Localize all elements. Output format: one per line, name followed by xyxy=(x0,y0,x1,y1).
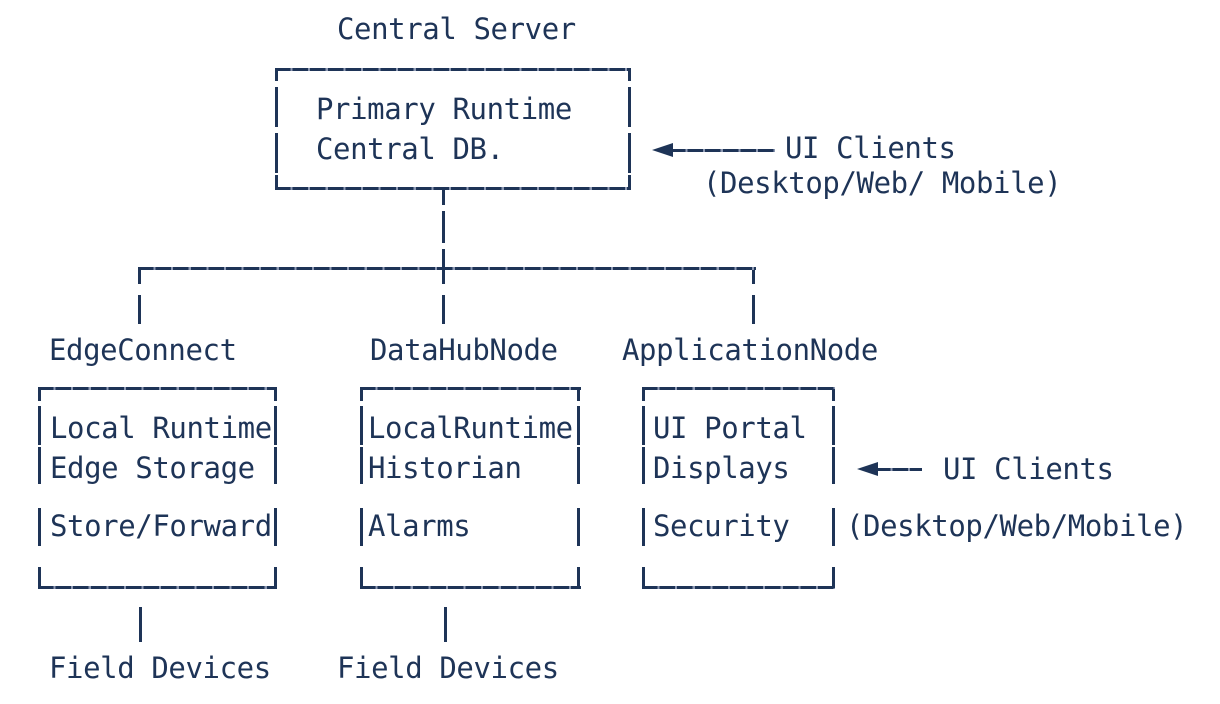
central-box-border-left xyxy=(275,87,278,127)
central-box-border-right xyxy=(628,133,631,173)
edgeconnect-box-border-left xyxy=(38,447,41,484)
trunk-connector xyxy=(442,211,445,243)
datahubnode-box-border-bottom xyxy=(359,586,581,589)
applicationnode-box-border-left xyxy=(642,566,645,588)
datahubnode-box-border-right xyxy=(577,406,580,445)
ui-clients-side-label: UI Clients xyxy=(943,452,1114,486)
applicationnode-box-border-left xyxy=(642,447,645,484)
edgeconnect-box-border-right xyxy=(273,508,277,546)
datahubnode-box-border-right xyxy=(577,508,580,546)
central-box-border-right xyxy=(628,70,631,81)
central-server-line-central-db: Central DB. xyxy=(316,132,504,166)
central-box-border-left xyxy=(275,70,278,81)
datahubnode-box-border-right xyxy=(577,388,580,401)
edgeconnect-box-border-right xyxy=(273,447,277,484)
branch-drop-left xyxy=(137,295,141,324)
trunk-connector xyxy=(442,189,445,205)
field-devices-label-left: Field Devices xyxy=(49,651,271,685)
ui-clients-top-label: UI Clients xyxy=(785,131,956,165)
datahubnode-row-localruntime: LocalRuntime xyxy=(368,411,573,445)
edgeconnect-row-store-forward: Store/Forward xyxy=(50,509,272,543)
ui-clients-top-platforms: (Desktop/Web/ Mobile) xyxy=(703,166,1062,200)
edgeconnect-box-border-left xyxy=(38,508,41,546)
central-box-border-left xyxy=(275,133,278,173)
ui-clients-top-arrow-icon xyxy=(652,143,673,157)
node-title-applicationnode: ApplicationNode xyxy=(622,333,878,367)
ui-clients-top-arrow-shaft xyxy=(670,148,775,152)
datahubnode-box-border-top xyxy=(359,386,581,390)
applicationnode-box-border-bottom xyxy=(642,586,835,589)
central-box-border-left xyxy=(275,175,278,188)
datahubnode-box-border-left xyxy=(359,508,363,546)
applicationnode-box-border-left xyxy=(642,388,645,401)
datahubnode-box-border-left xyxy=(359,566,363,588)
edgeconnect-row-edge-storage: Edge Storage xyxy=(50,451,255,485)
applicationnode-box-border-left xyxy=(642,508,645,546)
applicationnode-box-border-right xyxy=(831,388,835,401)
edgeconnect-box-border-right xyxy=(273,566,277,588)
field-devices-label-right: Field Devices xyxy=(337,651,559,685)
applicationnode-box-border-right xyxy=(831,447,835,484)
node-title-datahubnode: DataHubNode xyxy=(370,333,558,367)
applicationnode-row-ui-portal: UI Portal xyxy=(653,411,807,445)
edgeconnect-box-border-bottom xyxy=(38,586,277,589)
branch-drop-middle xyxy=(442,295,445,324)
field-devices-connector-right xyxy=(443,607,447,642)
datahubnode-box-border-left xyxy=(359,447,363,484)
applicationnode-row-security: Security xyxy=(653,509,790,543)
central-box-border-right xyxy=(628,175,631,188)
field-devices-connector-left xyxy=(139,607,143,642)
applicationnode-box-border-right xyxy=(831,508,835,546)
edgeconnect-row-local-runtime: Local Runtime xyxy=(50,411,272,445)
central-box-border-top xyxy=(275,68,631,71)
applicationnode-box-border-right xyxy=(831,406,835,445)
applicationnode-box-border-right xyxy=(831,566,835,588)
edgeconnect-box-border-left xyxy=(38,388,41,401)
branch-drop-right xyxy=(751,295,755,324)
central-server-title: Central Server xyxy=(337,12,576,46)
node-title-edgeconnect: EdgeConnect xyxy=(49,333,237,367)
trunk-connector xyxy=(442,249,445,270)
branch-line xyxy=(137,267,756,270)
central-server-line-primary-runtime: Primary Runtime xyxy=(316,92,572,126)
datahubnode-box-border-left xyxy=(359,388,363,401)
edgeconnect-box-border-left xyxy=(38,566,41,588)
applicationnode-box-border-left xyxy=(642,406,645,445)
edgeconnect-box-border-left xyxy=(38,406,41,445)
branch-drop-left xyxy=(137,270,141,284)
ui-clients-side-platforms: (Desktop/Web/Mobile) xyxy=(846,509,1188,543)
datahubnode-box-border-left xyxy=(359,406,363,445)
central-box-border-right xyxy=(628,87,631,127)
branch-drop-right xyxy=(751,270,755,284)
datahubnode-row-alarms: Alarms xyxy=(368,509,471,543)
branch-drop-middle xyxy=(442,270,445,284)
applicationnode-row-displays: Displays xyxy=(653,451,790,485)
edgeconnect-box-border-right xyxy=(273,388,277,401)
edgeconnect-box-border-top xyxy=(38,386,277,390)
ui-clients-side-arrow-icon xyxy=(857,462,878,476)
edgeconnect-box-border-right xyxy=(273,406,277,445)
datahubnode-box-border-right xyxy=(577,566,580,588)
datahubnode-row-historian: Historian xyxy=(368,451,522,485)
ui-clients-side-arrow-shaft xyxy=(875,467,922,471)
applicationnode-box-border-top xyxy=(642,386,835,390)
central-box-border-bottom xyxy=(275,187,631,190)
datahubnode-box-border-right xyxy=(577,447,580,484)
